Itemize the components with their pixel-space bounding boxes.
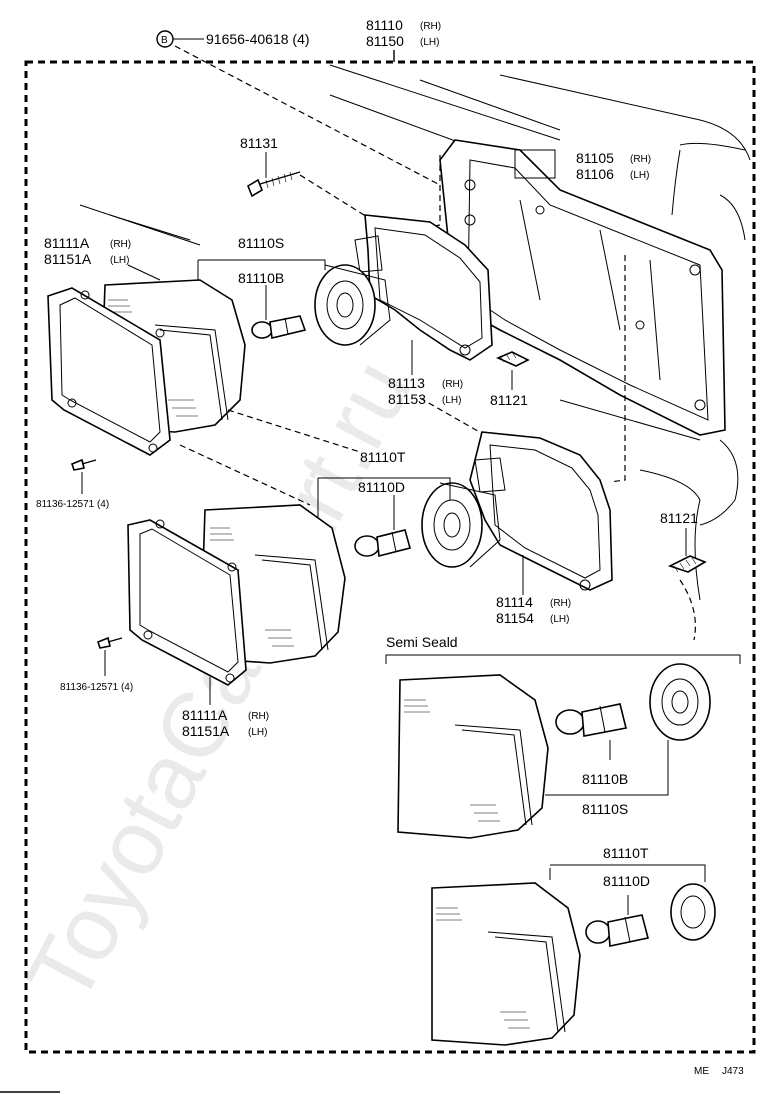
bulb-upper xyxy=(251,315,307,339)
diagram-code-prefix: ME xyxy=(694,1066,709,1077)
label-81121-upper: 81121 xyxy=(490,392,528,408)
header-labels: B 91656-40618 (4) 81110 (RH) 81150 (LH) xyxy=(156,17,441,49)
screw-81136-upper xyxy=(71,458,97,471)
label-81110B-semi: 81110B xyxy=(582,771,628,787)
label-81136-lower: 81136-12571 (4) xyxy=(60,682,133,693)
label-81154: 81154 xyxy=(496,610,534,626)
assembly-rh-number: 81110 xyxy=(366,17,403,33)
label-81110D-semi: 81110D xyxy=(603,873,650,889)
diagram-frame xyxy=(24,60,756,1054)
label-81110T-mid: 81110T xyxy=(360,449,406,465)
label-81153: 81153 xyxy=(388,391,426,407)
label-81111A-lower: 81111A xyxy=(182,707,228,723)
label-81111A-upper: 81111A xyxy=(44,235,90,251)
bulb-lower xyxy=(354,529,411,558)
label-81151A-lower: 81151A xyxy=(182,723,230,739)
label-81136-upper: 81136-12571 (4) xyxy=(36,499,109,510)
svg-text:(LH): (LH) xyxy=(110,255,129,266)
semi-seald-lamp-2 xyxy=(431,864,716,1046)
bezel-lower xyxy=(127,519,247,686)
svg-text:(RH): (RH) xyxy=(110,239,131,250)
socket-lower xyxy=(421,482,501,568)
svg-text:(RH): (RH) xyxy=(630,154,651,165)
housing-81114 xyxy=(469,431,613,591)
svg-text:(RH): (RH) xyxy=(442,379,463,390)
label-81121-lower: 81121 xyxy=(660,510,698,526)
svg-text:(LH): (LH) xyxy=(630,170,649,181)
svg-text:(LH): (LH) xyxy=(550,614,569,625)
label-81110S-semi: 81110S xyxy=(582,801,628,817)
bolt-marker: B xyxy=(161,35,168,46)
part-labels: 81131 81105 (RH) 81106 (LH) 81111A (RH) … xyxy=(36,135,698,889)
label-81106: 81106 xyxy=(576,166,614,182)
svg-text:(RH): (RH) xyxy=(248,711,269,722)
label-81113: 81113 xyxy=(388,375,425,391)
bolt-81131 xyxy=(247,171,301,198)
label-81110T-semi: 81110T xyxy=(603,845,649,861)
label-semi-seald: Semi Seald xyxy=(386,634,458,650)
svg-text:(RH): (RH) xyxy=(550,598,571,609)
label-81105: 81105 xyxy=(576,150,614,166)
label-81110D-mid: 81110D xyxy=(358,479,405,495)
assembly-lh-suffix: (LH) xyxy=(420,37,439,48)
bezel-upper xyxy=(47,287,171,456)
label-81131: 81131 xyxy=(240,135,278,151)
label-81110S-upper: 81110S xyxy=(238,235,284,251)
label-81110B-upper: 81110B xyxy=(238,270,284,286)
diagram-code-number: J473 xyxy=(722,1066,744,1077)
svg-text:(LH): (LH) xyxy=(442,395,461,406)
socket-upper xyxy=(314,264,391,346)
screw-81136-lower xyxy=(97,636,123,649)
svg-text:(LH): (LH) xyxy=(248,727,267,738)
label-81151A-upper: 81151A xyxy=(44,251,92,267)
vehicle-body-lines xyxy=(79,64,751,641)
clip-81121-upper xyxy=(496,351,530,367)
diagram-code: ME J473 xyxy=(694,1066,744,1077)
semi-seald-section xyxy=(385,654,741,839)
assembly-lh-number: 81150 xyxy=(366,33,404,49)
bolt-part-number: 91656-40618 (4) xyxy=(206,31,310,47)
assembly-rh-suffix: (RH) xyxy=(420,21,441,32)
clip-81121-lower xyxy=(667,555,707,573)
label-81114: 81114 xyxy=(496,594,533,610)
